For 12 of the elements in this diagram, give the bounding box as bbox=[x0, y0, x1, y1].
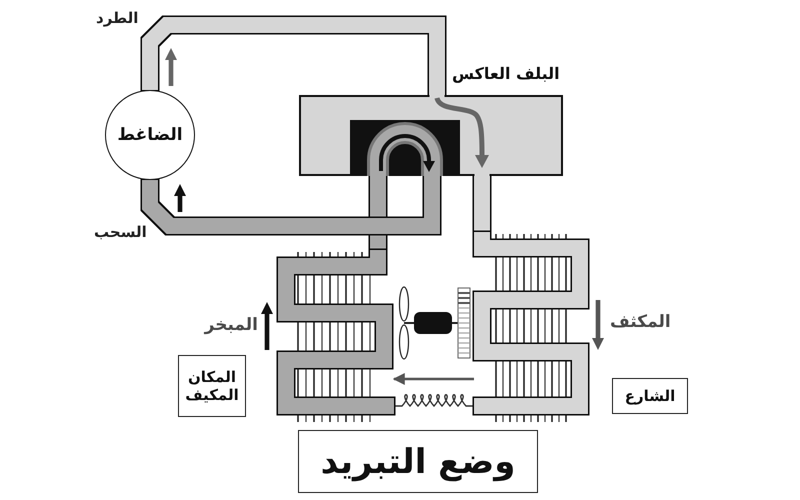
compressor: الضاغط bbox=[105, 90, 195, 180]
part-label: المكثف bbox=[610, 312, 671, 332]
part-label: البلف العاكس bbox=[452, 64, 560, 84]
part-label: المبخر bbox=[204, 315, 258, 336]
caption: وضع التبريد bbox=[298, 430, 538, 493]
framed-label: الشارع bbox=[612, 378, 688, 414]
refrigerant-pipe bbox=[370, 176, 386, 250]
refrigerant-pipe bbox=[142, 176, 440, 234]
refrigerant-pipe bbox=[474, 176, 490, 232]
framed-label: المكان المكيف bbox=[178, 355, 246, 417]
capillary-coil bbox=[394, 394, 474, 407]
flow-arrow bbox=[392, 373, 474, 385]
